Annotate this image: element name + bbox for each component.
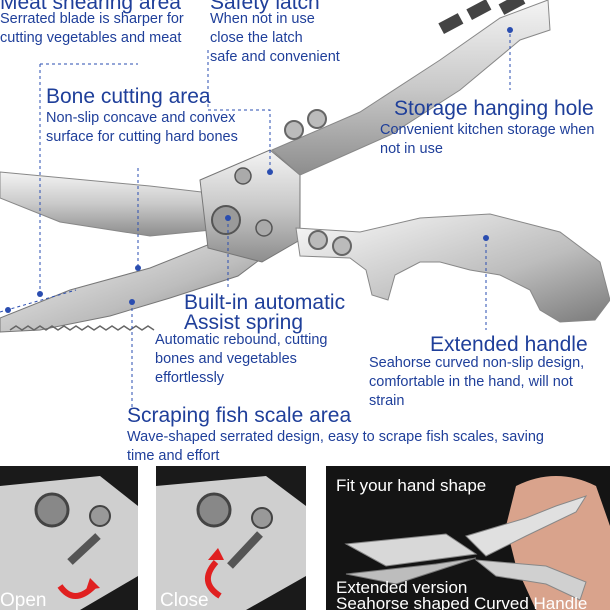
safety-latch-line-2: close the latch (210, 30, 303, 46)
spring-title-line-1: Built-in automatic (184, 291, 346, 314)
upper-handle (271, 0, 551, 176)
fish-scale-title: Scraping fish scale area (127, 404, 352, 427)
extended-handle-line-3: strain (369, 393, 405, 409)
meat-shearing-line-1: Serrated blade is sharper for (0, 11, 184, 27)
open-label: Open (0, 590, 47, 610)
spring-line-1: Automatic rebound, cutting (155, 332, 328, 348)
safety-latch-line-1: When not in use (210, 11, 315, 27)
safety-latch-line-3: safe and convenient (210, 49, 340, 65)
lower-handle (295, 213, 610, 323)
serration (9, 325, 155, 331)
fish-scale-line-2: time and effort (127, 448, 220, 464)
close-arrow-icon (205, 559, 222, 599)
version-line-2: Seahorse shaped Curved Handle (336, 594, 588, 610)
pivot-body (199, 149, 301, 263)
storage-hole-line-1: Convenient kitchen storage when (380, 122, 595, 138)
storage-hole-line-2: not in use (380, 141, 443, 157)
storage-hole-title: Storage hanging hole (394, 97, 594, 120)
spring-line-2: bones and vegetables (155, 351, 297, 367)
safety-latch-title: Safety latch (210, 0, 320, 14)
meat-shearing-line-2: cutting vegetables and meat (0, 30, 182, 46)
fish-scale-line-1: Wave-shaped serrated design, easy to scr… (127, 429, 544, 445)
bone-cutting-line-2: surface for cutting hard bones (46, 129, 238, 145)
spring-line-3: effortlessly (155, 370, 225, 386)
spring-title-line-2: Assist spring (184, 311, 304, 334)
extended-handle-line-1: Seahorse curved non-slip design, (369, 355, 585, 371)
close-label: Close (160, 590, 209, 610)
bone-cutting-line-1: Non-slip concave and convex (46, 110, 236, 126)
open-panel: Open (0, 466, 138, 610)
close-panel: Close (156, 466, 306, 610)
extended-handle-title: Extended handle (430, 333, 588, 356)
extended-handle-line-2: comfortable in the hand, will not (369, 374, 573, 390)
bone-cutting-title: Bone cutting area (46, 85, 211, 108)
hand-panel: Fit your hand shape Extended version Sea… (326, 466, 610, 610)
hand-caption: Fit your hand shape (336, 476, 487, 495)
meat-shearing-title: Meat shearing area (0, 0, 181, 14)
scissors-illustration (0, 0, 610, 408)
version-line-1: Extended version (336, 578, 468, 597)
